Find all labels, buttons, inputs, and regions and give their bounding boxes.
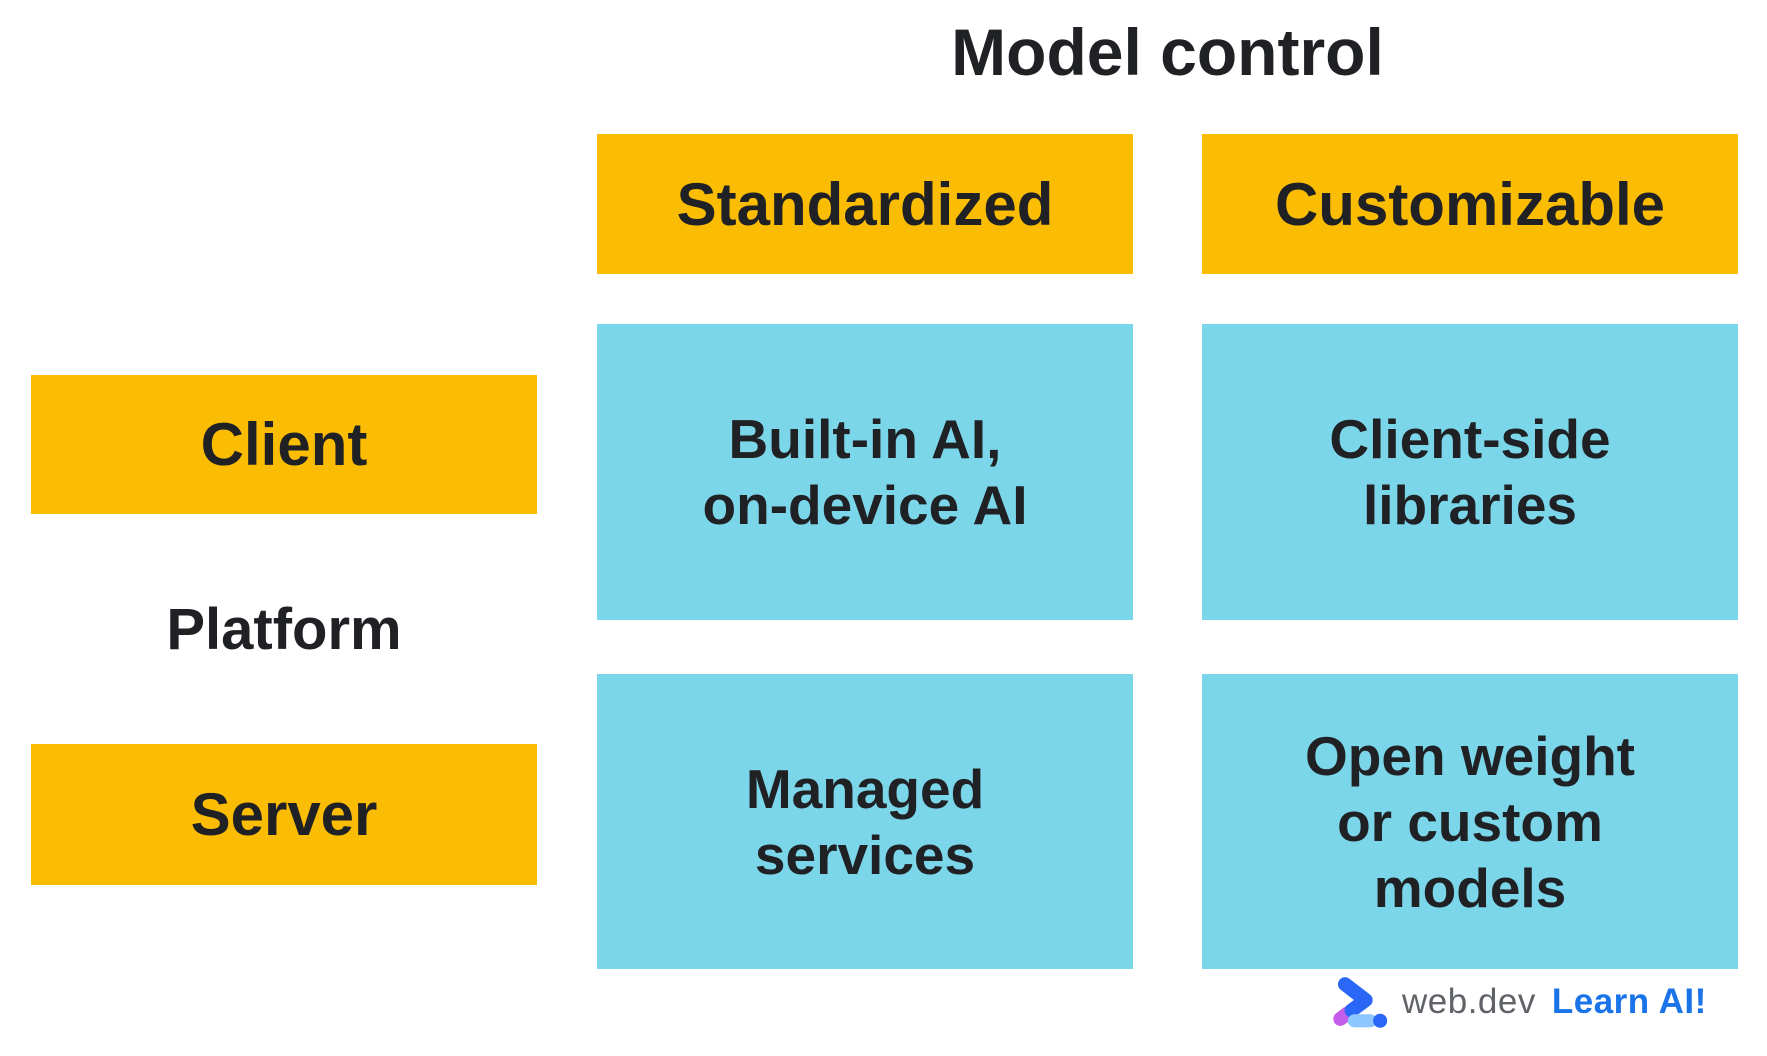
cell-client-customizable: Client-side libraries xyxy=(1202,324,1738,620)
brand-campaign-label: Learn AI! xyxy=(1551,982,1707,1021)
cell-server-customizable: Open weight or custom models xyxy=(1202,674,1738,969)
column-header-standardized: Standardized xyxy=(597,134,1133,274)
column-header-customizable: Customizable xyxy=(1202,134,1738,274)
column-axis-title: Model control xyxy=(951,15,1384,89)
web-dev-logo-icon xyxy=(1333,977,1388,1028)
row-header-client: Client xyxy=(31,375,537,514)
footer-brand: web.dev Learn AI! xyxy=(1330,968,1750,1036)
brand-wordmark: web.dev xyxy=(1402,982,1536,1021)
cell-client-standardized: Built-in AI, on-device AI xyxy=(597,324,1133,620)
row-axis-title-platform: Platform xyxy=(166,596,402,662)
row-header-server: Server xyxy=(31,744,537,885)
cell-server-standardized: Managed services xyxy=(597,674,1133,969)
